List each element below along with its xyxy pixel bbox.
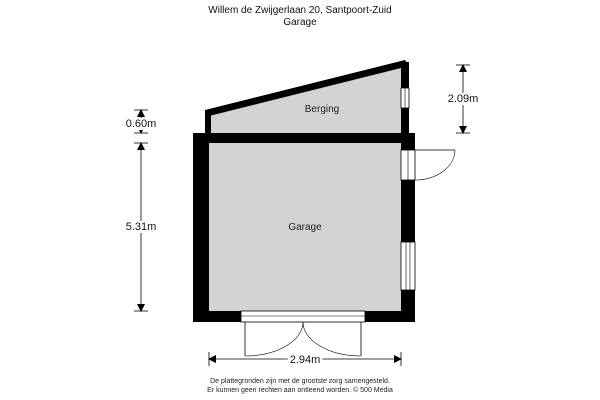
garage-floor — [209, 143, 401, 311]
side-window — [400, 241, 416, 291]
dimension-label-garage-width: 2.94m — [290, 354, 321, 366]
room-label-garage: Garage — [288, 222, 322, 233]
berging-window — [400, 87, 410, 109]
dimension-label-wall-offset: 0.60m — [126, 118, 157, 130]
dimension-label-berging-height: 2.09m — [448, 93, 479, 105]
disclaimer-line-2: Er kunnen geen rechten aan ontleend word… — [207, 387, 393, 394]
plan-floor-title: Garage — [283, 17, 317, 28]
room-label-berging: Berging — [305, 104, 339, 115]
side-door — [400, 149, 456, 181]
dimension-label-backing — [445, 93, 481, 105]
dimension-label-backing — [123, 221, 159, 233]
dimension-label-backing — [123, 118, 159, 130]
garage-doors — [240, 310, 366, 357]
berging-floor — [211, 65, 402, 133]
plan-address-title: Willem de Zwijgerlaan 20, Santpoort-Zuid — [208, 5, 392, 16]
dimension-label-backing — [287, 354, 323, 366]
dimension-label-garage-height: 5.31m — [126, 221, 157, 233]
disclaimer-line-1: De plattegronden zijn met de grootste zo… — [210, 378, 390, 385]
